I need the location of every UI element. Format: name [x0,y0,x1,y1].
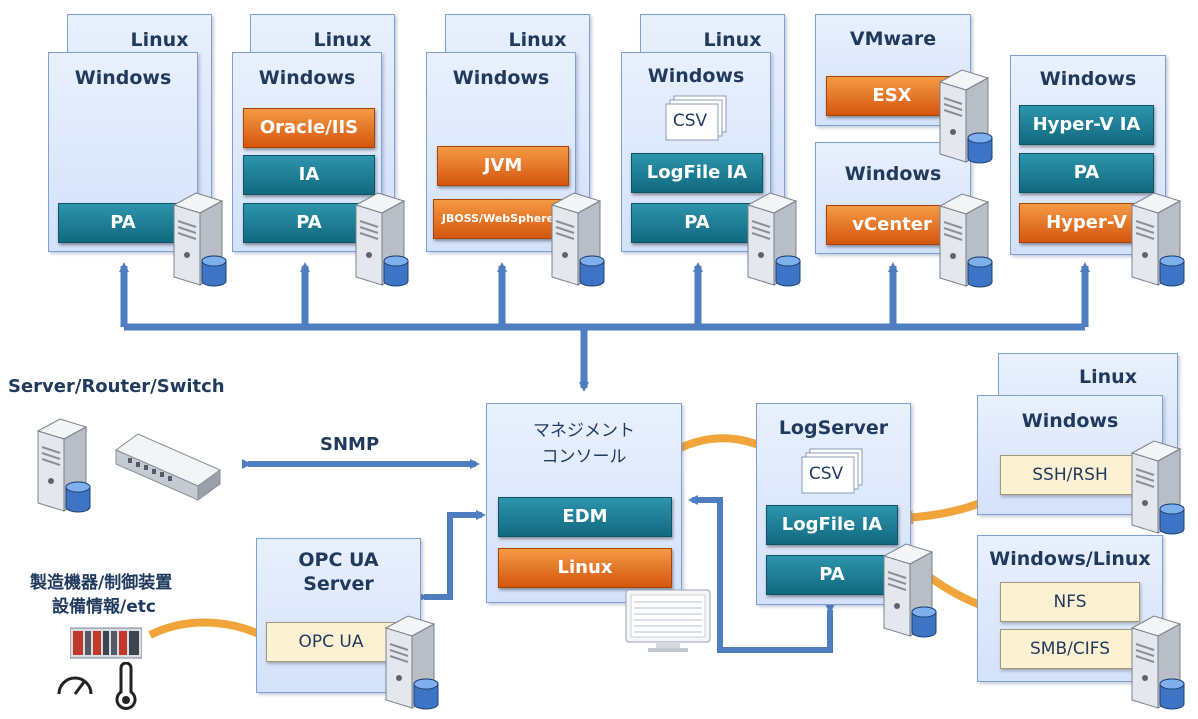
logserver-logfile-ia: LogFile IA [766,505,898,545]
host4-front-title: Windows [647,65,745,87]
logserver-arrow [688,495,835,653]
host4-pa: PA [631,203,763,243]
plc-device-icon [70,627,142,659]
remote2-smb-cifs: SMB/CIFS [1000,629,1140,669]
remote2-title: Windows/Linux [989,548,1151,570]
remote1-back-title: Linux [1079,366,1137,388]
logserver-csv-file-icon: CSV [796,447,864,495]
host3-front-title: Windows [452,67,550,89]
remote2-nfs: NFS [1000,582,1140,622]
remote1-front-title: Windows [1021,410,1119,432]
opc-arrow [418,510,486,602]
monitor-screen-icon [625,589,711,652]
management-title-2: コンソール [541,447,627,467]
host3-jvm: JVM [437,146,569,186]
server-icon [939,193,993,288]
logserver-title: LogServer [778,417,889,439]
host5-title: VMware [849,28,937,50]
server-icon [37,418,91,513]
opc-ua-item: OPC UA [266,622,396,662]
server-icon [173,192,227,287]
host4-back-title: Linux [703,29,762,51]
host4-csv-file-icon: CSV [660,94,728,142]
server-icon [1131,615,1185,710]
server-icon [355,192,409,287]
host2-back-title: Linux [313,29,372,51]
server-icon [939,69,993,164]
management-title-1: マネジメント [533,421,635,441]
management-linux: Linux [498,548,672,588]
gauge-icon [57,676,93,695]
server-icon [747,192,801,287]
host2-pa: PA [243,203,375,243]
logserver-pa: PA [766,555,898,595]
server-icon [385,615,439,710]
snmp-label: SNMP [320,434,380,455]
devices-line2: 設備情報/etc [52,597,156,617]
host1-front-title: Windows [74,67,172,89]
host2-oracle-iis: Oracle/IIS [243,108,375,148]
opc-title-2: Server [303,573,374,595]
host6-title: Windows [844,163,942,185]
host6-vcenter: vCenter [826,205,958,245]
network-switch-icon [115,433,221,501]
host2-ia: IA [243,155,375,195]
host7-title: Windows [1039,68,1137,90]
host5-esx: ESX [826,76,958,116]
host4-csv-label: CSV [672,111,708,131]
host1-pa: PA [58,203,188,243]
network-title: Server/Router/Switch [8,376,225,397]
server-icon [1131,192,1185,287]
logserver-csv-label: CSV [808,464,844,484]
host7-hyperv-ia: Hyper-V IA [1019,105,1154,145]
server-icon [883,543,937,638]
remote1-ssh-rsh: SSH/RSH [1000,455,1140,495]
management-edm: EDM [498,497,672,537]
host1-back-title: Linux [130,29,189,51]
host7-pa: PA [1019,153,1154,193]
host3-back-title: Linux [508,29,567,51]
server-icon [551,192,605,287]
host4-logfile-ia: LogFile IA [631,153,763,193]
host3-jboss-websphere: JBOSS/WebSphere [433,199,563,239]
host2-front-title: Windows [258,67,356,89]
opc-title-1: OPC UA [298,549,379,571]
server-icon [1131,440,1185,535]
devices-line1: 製造機器/制御装置 [30,573,173,593]
thermometer-icon [115,662,137,710]
